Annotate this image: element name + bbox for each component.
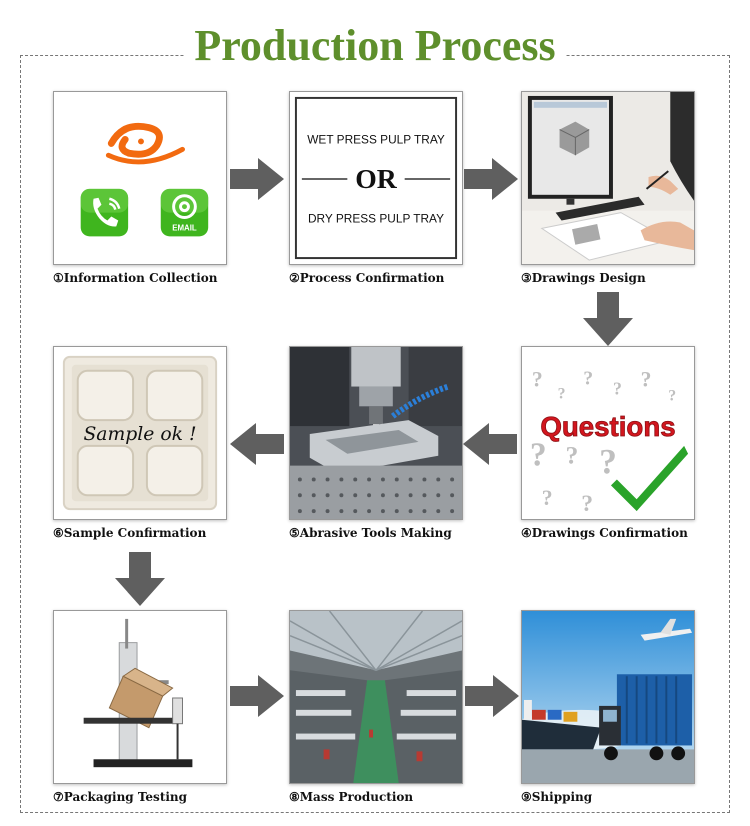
svg-text:?: ? <box>583 368 593 390</box>
airplane-icon <box>640 618 693 641</box>
step-shipping: ⑨Shipping <box>521 610 695 804</box>
questions-text: Questions <box>540 411 675 442</box>
step-abrasive-tools-making: ⑤Abrasive Tools Making <box>289 346 463 540</box>
spindle-icon <box>351 347 401 436</box>
step-label: ②Process Confirmation <box>289 271 445 285</box>
step-label: ④Drawings Confirmation <box>521 526 688 540</box>
svg-text:?: ? <box>542 486 553 510</box>
email-icon: EMAIL <box>160 188 209 237</box>
step-image: ? ? ? ? ? ? ? ? ? ? ? Questions <box>521 346 695 520</box>
alibaba-logo-icon <box>105 122 185 165</box>
page-title: Production Process <box>0 18 750 74</box>
step-label: ③Drawings Design <box>521 271 646 285</box>
step-image: EMAIL <box>53 91 227 265</box>
step-label: ⑧Mass Production <box>289 790 414 804</box>
step-image <box>289 610 463 784</box>
step-label: ⑤Abrasive Tools Making <box>289 526 452 540</box>
svg-text:?: ? <box>558 385 566 402</box>
step-drawings-confirmation: ? ? ? ? ? ? ? ? ? ? ? Questions ④Drawing… <box>521 346 695 540</box>
checkmark-icon <box>610 445 689 512</box>
sample-ok-text: Sample ok ! <box>83 424 196 445</box>
step-information-collection: EMAIL ①Information Collection <box>53 91 227 285</box>
arrow-left-4-5 <box>463 423 517 465</box>
arrow-down-6-7 <box>115 552 165 606</box>
svg-text:?: ? <box>581 491 593 517</box>
step-image: Sample ok ! <box>53 346 227 520</box>
truck-icon <box>599 674 693 761</box>
svg-text:?: ? <box>532 368 543 392</box>
monitor-icon <box>527 95 613 205</box>
arrow-right-8-9 <box>465 675 519 717</box>
dry-press-text: DRY PRESS PULP TRAY <box>308 211 444 225</box>
step-label: ①Information Collection <box>53 271 218 285</box>
arrow-right-7-8 <box>230 675 284 717</box>
step-image <box>521 610 695 784</box>
arrow-left-5-6 <box>230 423 284 465</box>
or-text: OR <box>355 163 398 194</box>
hand-icon <box>640 170 694 251</box>
svg-text:?: ? <box>668 387 676 404</box>
arrow-right-1-2 <box>230 158 284 200</box>
step-drawings-design: ③Drawings Design <box>521 91 695 285</box>
step-sample-confirmation: Sample ok ! ⑥Sample Confirmation <box>53 346 227 540</box>
step-image <box>289 346 463 520</box>
arrow-right-2-3 <box>464 158 518 200</box>
svg-text:?: ? <box>641 368 652 392</box>
svg-text:?: ? <box>565 441 578 470</box>
step-mass-production: ⑧Mass Production <box>289 610 463 804</box>
step-image: WET PRESS PULP TRAY OR DRY PRESS PULP TR… <box>289 91 463 265</box>
wet-press-text: WET PRESS PULP TRAY <box>307 132 445 146</box>
step-label: ⑥Sample Confirmation <box>53 526 207 540</box>
svg-text:?: ? <box>613 378 622 398</box>
step-image <box>53 610 227 784</box>
arrow-down-3-4 <box>583 292 633 346</box>
keyboard-icon <box>555 196 645 221</box>
step-label: ⑦Packaging Testing <box>53 790 188 804</box>
email-text: EMAIL <box>172 223 197 232</box>
step-label: ⑨Shipping <box>521 790 593 804</box>
svg-text:?: ? <box>530 437 547 474</box>
step-process-confirmation: WET PRESS PULP TRAY OR DRY PRESS PULP TR… <box>289 91 463 285</box>
step-packaging-testing: ⑦Packaging Testing <box>53 610 227 804</box>
step-image <box>521 91 695 265</box>
ship-icon <box>522 699 602 750</box>
svg-text:?: ? <box>599 442 617 482</box>
phone-icon <box>80 188 129 237</box>
